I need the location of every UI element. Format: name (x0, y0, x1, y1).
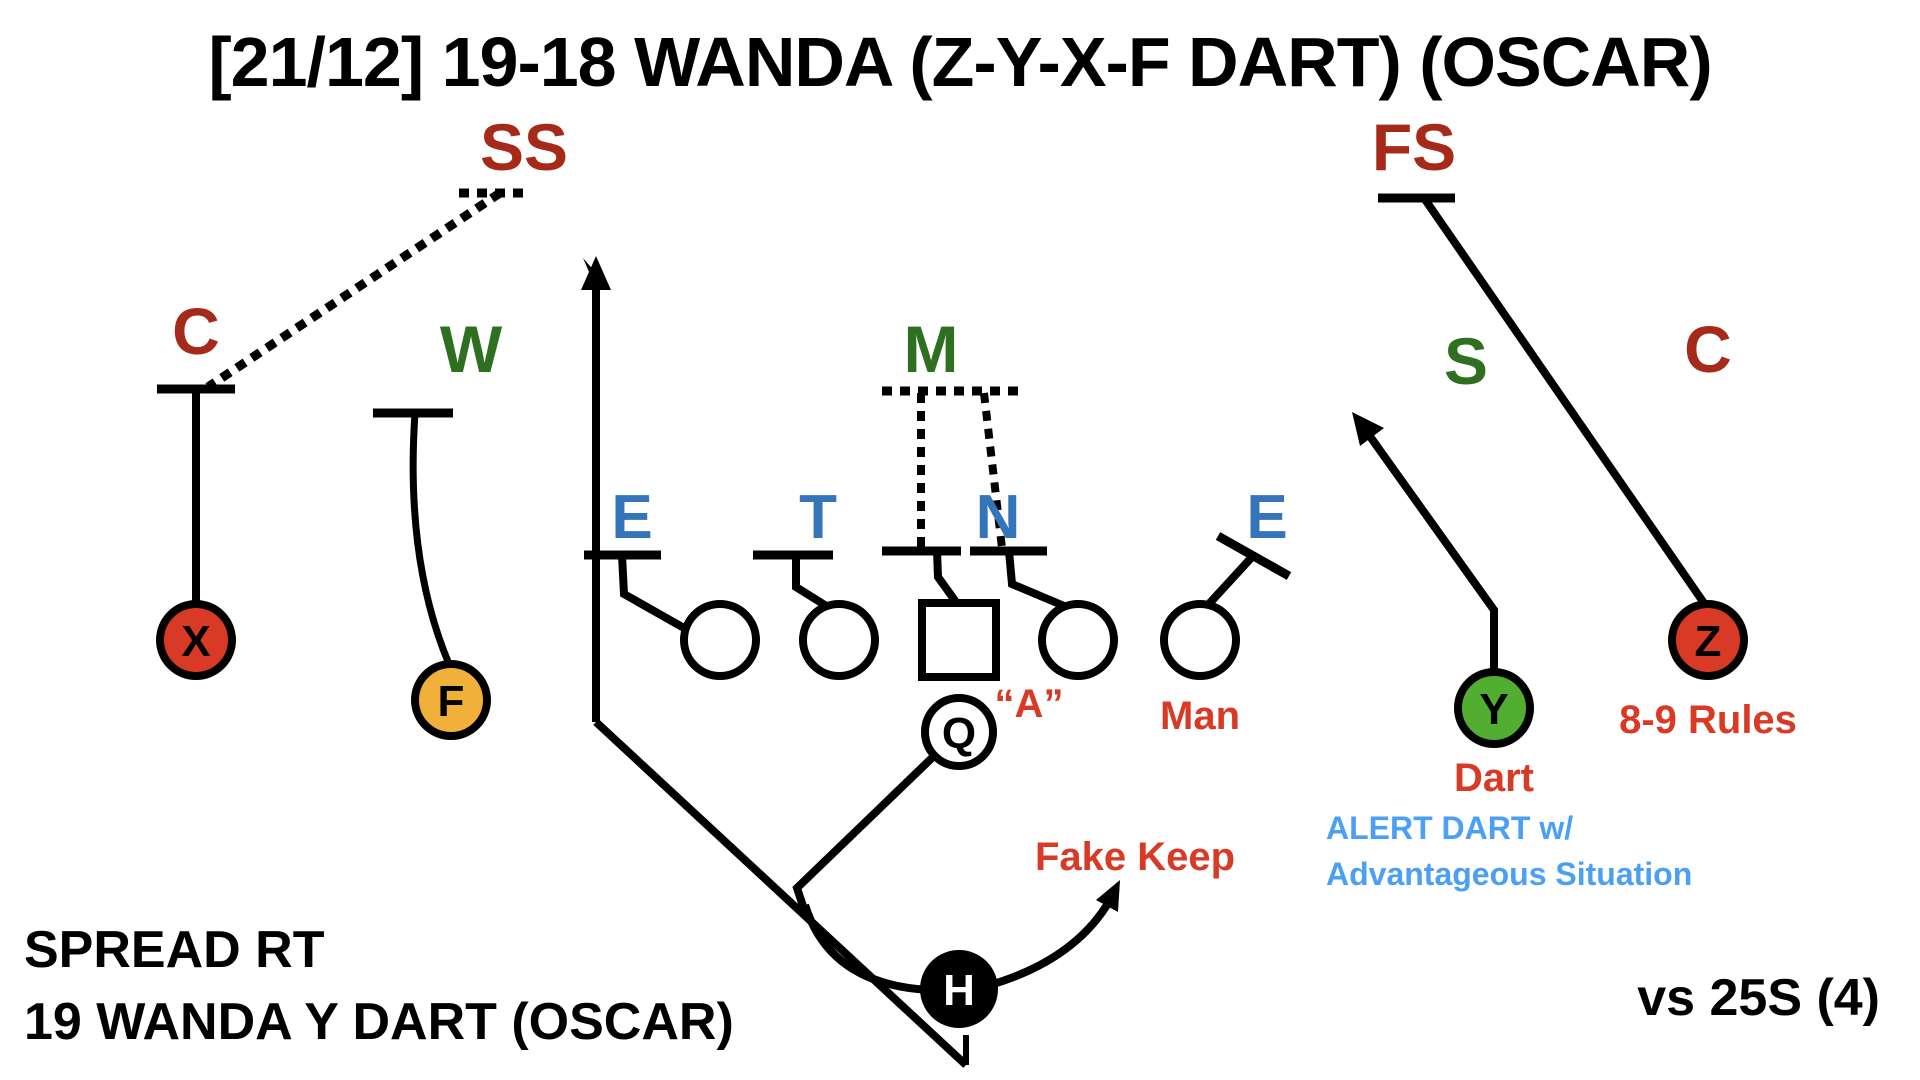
defender-ss-label: SS (479, 110, 569, 184)
defender-e-left-label: E (611, 483, 653, 552)
player-h-label: H (943, 966, 975, 1015)
q-mesh-line (792, 752, 938, 917)
fake-keep-note: Fake Keep (1034, 835, 1236, 879)
player-q: Q (921, 694, 997, 770)
left-guard (799, 600, 879, 680)
fs-assignment-line (1378, 193, 1710, 609)
e-left-block (584, 550, 686, 632)
h-fake-keep-route (801, 880, 1120, 994)
vertical-route-arrow (581, 256, 969, 1068)
rules-note: 8-9 Rules (1619, 698, 1797, 742)
m-coverage-dotted (882, 386, 1022, 549)
center-call-note: “A” (994, 682, 1064, 726)
n-block (970, 546, 1078, 615)
defender-w-label: W (439, 312, 503, 386)
ss-coverage-dotted (205, 188, 527, 391)
player-f: F (411, 660, 491, 740)
defender-t-label: T (799, 483, 837, 552)
play-title: [21/12] 19-18 WANDA (Z-Y-X-F DART) (OSCA… (208, 23, 1712, 101)
player-x: X (156, 600, 236, 680)
player-y-label: Y (1479, 685, 1508, 734)
defense-front-label: vs 25S (4) (1637, 969, 1880, 1027)
defender-c-left-label: C (172, 294, 220, 368)
alert-note-line2: Advantageous Situation (1326, 856, 1693, 892)
player-x-label: X (181, 617, 210, 666)
player-f-label: F (438, 677, 465, 726)
alert-note-line1: ALERT DART w/ (1326, 810, 1574, 846)
player-h: H (920, 950, 998, 1028)
center-square (918, 599, 1000, 681)
right-guard (1038, 600, 1118, 680)
man-note: Man (1160, 694, 1240, 738)
w-assignment-line (373, 408, 453, 666)
defender-fs-label: FS (1371, 110, 1457, 184)
defender-s-label: S (1443, 324, 1489, 398)
defender-c-right-label: C (1684, 312, 1732, 386)
c-left-assignment-line (157, 384, 235, 604)
player-q-label: Q (942, 709, 976, 758)
defender-e-right-label: E (1246, 483, 1288, 552)
defender-n-label: N (975, 483, 1021, 552)
left-tackle (680, 600, 760, 680)
right-tackle (1160, 600, 1240, 680)
center-block (882, 546, 961, 605)
e-right-block (1204, 532, 1292, 609)
player-z-label: Z (1695, 617, 1722, 666)
dart-note: Dart (1453, 756, 1535, 800)
defender-m-label: M (903, 312, 959, 386)
formation-line1: SPREAD RT (24, 921, 325, 979)
player-z: Z (1668, 600, 1748, 680)
formation-line2: 19 WANDA Y DART (OSCAR) (24, 993, 734, 1051)
y-dart-route (1352, 412, 1498, 672)
player-y: Y (1454, 668, 1534, 748)
